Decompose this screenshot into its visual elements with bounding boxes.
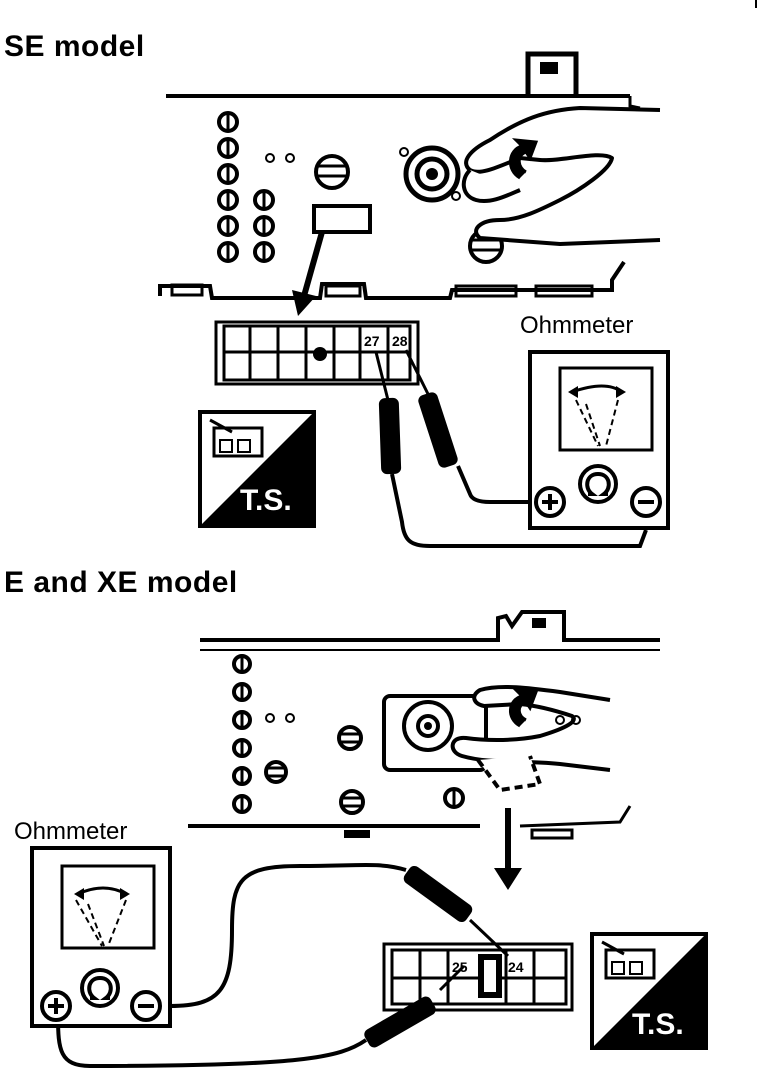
se-ohmmeter-label: Ohmmeter	[520, 312, 634, 339]
exe-ohmmeter-label: Ohmmeter	[14, 818, 128, 845]
se-probe-right	[404, 349, 540, 504]
se-ts-badge: T.S.	[198, 410, 316, 528]
exe-screw-column	[232, 654, 252, 814]
se-knob	[399, 145, 461, 203]
exe-unit-panel	[188, 610, 660, 840]
exe-ts-text: T.S.	[632, 1008, 684, 1041]
exe-ts-badge: T.S.	[590, 932, 708, 1050]
exe-down-arrow	[494, 808, 522, 890]
exe-rotate-arrow-icon	[509, 688, 539, 728]
se-pin-28: 28	[392, 333, 408, 349]
exe-model-title: E and XE model	[4, 566, 238, 599]
exe-connector-block	[382, 942, 574, 1012]
se-pin-27: 27	[364, 333, 380, 349]
se-large-screw	[314, 154, 350, 190]
se-down-arrow	[292, 231, 325, 316]
exe-omega-icon	[87, 975, 113, 1000]
se-unit-panel	[158, 51, 641, 300]
se-ts-text: T.S.	[240, 484, 292, 517]
se-model-title: SE model	[4, 30, 145, 63]
exe-probe-upper	[169, 863, 510, 1008]
exe-pin-25: 25	[452, 959, 468, 975]
exe-hand	[450, 684, 611, 792]
exe-ohmmeter	[30, 846, 172, 1028]
se-probe-left	[374, 351, 648, 548]
se-hand	[461, 106, 661, 246]
se-ohmmeter	[528, 350, 670, 530]
exe-screws-middle	[264, 725, 465, 815]
se-rotate-arrow-icon	[509, 138, 539, 180]
exe-pin-24: 24	[508, 959, 524, 975]
se-omega-icon	[585, 471, 611, 496]
se-screw-column-left	[217, 111, 239, 263]
exe-probe-lower	[56, 964, 466, 1069]
